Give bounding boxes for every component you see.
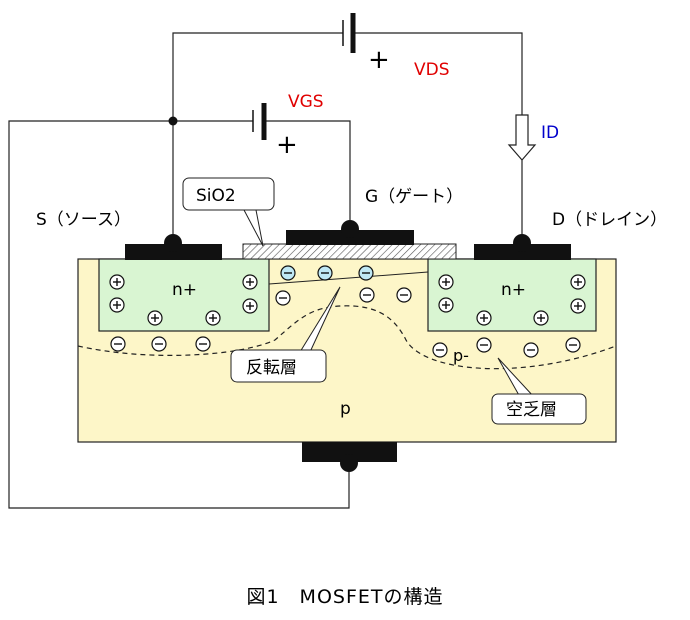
source-electrode <box>125 244 222 260</box>
inversion-layer-label: 反転層 <box>246 358 297 378</box>
positive-ion-icon <box>109 274 125 290</box>
positive-ion-icon <box>438 274 454 290</box>
p-substrate-label: p <box>340 399 351 419</box>
negative-charge-icon <box>359 287 375 303</box>
drain-electrode <box>474 244 571 260</box>
inversion-callout-box <box>230 349 327 383</box>
electron-icon <box>358 265 374 281</box>
positive-ion-icon <box>570 274 586 290</box>
positive-ion-icon <box>533 310 549 326</box>
vgs-plus-sign: + <box>276 130 298 160</box>
n-plus-source-region <box>98 258 270 332</box>
gate-terminal <box>341 220 359 238</box>
id-label: ID <box>541 123 559 143</box>
vds-plus-sign: + <box>368 45 390 75</box>
body-electrode <box>302 442 397 462</box>
n-plus-source-label: n+ <box>172 280 197 300</box>
positive-ion-icon <box>109 297 125 313</box>
sio2-oxide-layer <box>242 243 457 260</box>
p-minus-label: p- <box>453 346 469 365</box>
negative-charge-icon <box>396 287 412 303</box>
depletion-layer-label: 空乏層 <box>506 400 557 420</box>
sio2-label: SiO2 <box>196 186 236 206</box>
drain-current-arrow-icon <box>507 114 537 161</box>
positive-ion-icon <box>147 310 163 326</box>
body-terminal <box>340 454 358 472</box>
depletion-callout-box <box>491 393 587 425</box>
vgs-battery <box>252 103 267 140</box>
positive-ion-icon <box>476 310 492 326</box>
gate-label: G（ゲート） <box>365 187 463 207</box>
inversion-layer-boundary <box>268 271 429 285</box>
n-plus-drain-label: n+ <box>501 280 526 300</box>
drain-terminal <box>513 234 531 252</box>
negative-charge-icon <box>110 336 126 352</box>
positive-ion-icon <box>205 310 221 326</box>
negative-charge-icon <box>432 342 448 358</box>
circuit-wires <box>8 32 523 509</box>
positive-ion-icon <box>242 274 258 290</box>
wire-junction <box>168 116 178 126</box>
electron-icon <box>317 265 333 281</box>
vds-label: VDS <box>414 60 450 80</box>
depletion-callout-pointer <box>497 357 535 398</box>
source-terminal <box>164 234 182 252</box>
sio2-callout-box <box>182 177 275 211</box>
vds-battery <box>342 13 356 53</box>
figure-caption: 図1 MOSFETの構造 <box>246 586 444 608</box>
sio2-callout-pointer <box>243 209 264 247</box>
source-label: S（ソース） <box>36 210 131 230</box>
depletion-boundary <box>77 305 617 370</box>
positive-ion-icon <box>242 298 258 314</box>
positive-ion-icon <box>570 298 586 314</box>
drain-label: D（ドレイン） <box>552 210 667 230</box>
negative-charge-icon <box>476 337 492 353</box>
electron-icon <box>280 265 296 281</box>
negative-charge-icon <box>565 337 581 353</box>
positive-ion-icon <box>438 297 454 313</box>
vgs-label: VGS <box>288 92 324 112</box>
inversion-callout-pointer <box>299 286 341 353</box>
negative-charge-icon <box>195 336 211 352</box>
negative-charge-icon <box>151 336 167 352</box>
negative-charge-icon <box>523 342 539 358</box>
negative-charge-icon <box>275 290 291 306</box>
